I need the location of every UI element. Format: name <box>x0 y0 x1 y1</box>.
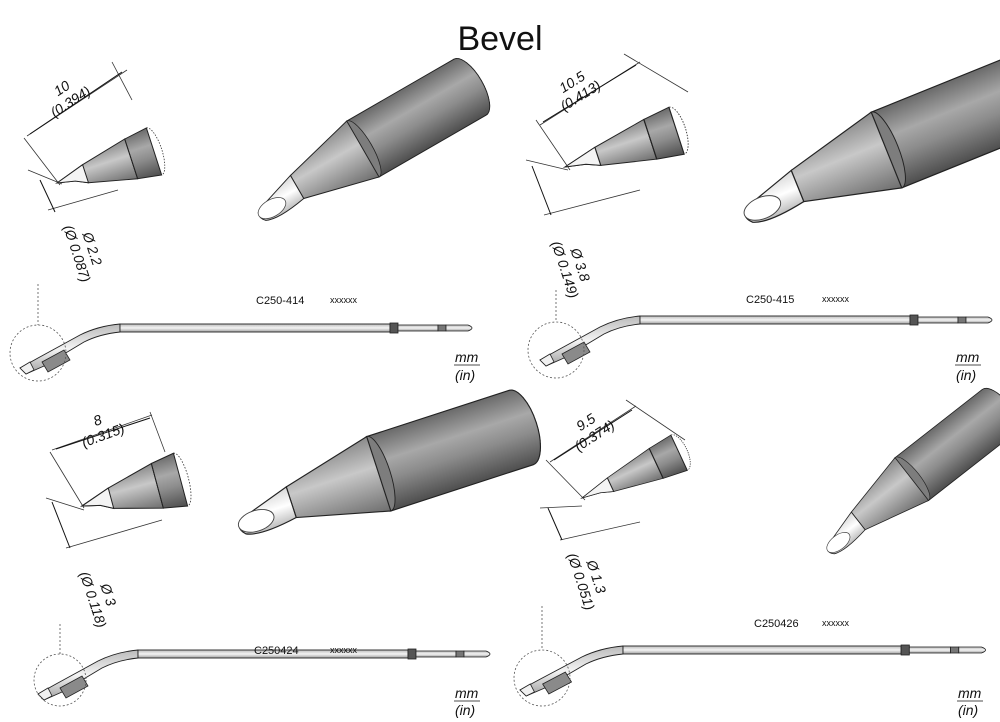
unit-legend: mm (in) <box>454 349 480 383</box>
svg-text:mm: mm <box>455 349 479 365</box>
panel-c250426: 9.5 (0.374) Ø 1.3 (Ø 0.051) C250426 xxxx… <box>513 381 1000 718</box>
panel-c250424: 8 (0.315) Ø 3 (Ø 0.118) C250424 xxxxxx m… <box>33 384 549 718</box>
length-dimension-line <box>29 71 123 135</box>
svg-text:Ø 1.3: Ø 1.3 <box>583 557 609 596</box>
svg-text:mm: mm <box>455 685 479 701</box>
length-label: 10.5 (0.413) <box>556 68 603 114</box>
part-code: C250426 <box>754 618 799 630</box>
tip-render-c250426 <box>807 381 1000 569</box>
detail-circle <box>513 649 571 707</box>
diameter-label: Ø 1.3 (Ø 0.051) <box>564 551 609 612</box>
serial-placeholder: xxxxxx <box>822 294 850 304</box>
diameter-label: Ø 2.2 (Ø 0.087) <box>60 223 105 284</box>
serial-placeholder: xxxxxx <box>822 618 850 628</box>
length-label: 8 (0.315) <box>79 411 126 450</box>
length-dimension-line <box>55 417 151 450</box>
shaft-c250-414 <box>19 322 473 375</box>
tip-render-c250424 <box>223 384 549 558</box>
shaft-c250-415 <box>539 314 993 367</box>
length-label: 9.5 (0.374) <box>571 410 617 454</box>
svg-text:Ø 3.8: Ø 3.8 <box>567 245 593 284</box>
svg-text:(in): (in) <box>958 702 978 718</box>
svg-text:(in): (in) <box>455 702 475 718</box>
tip-render-c250-414 <box>239 52 499 240</box>
length-dimension-line <box>542 64 637 123</box>
detail-circle <box>527 321 585 379</box>
diameter-label: Ø 3 (Ø 0.118) <box>77 569 120 629</box>
part-code: C250-415 <box>746 294 794 306</box>
length-label: 10 (0.394) <box>47 77 93 120</box>
part-code: C250-414 <box>256 295 304 307</box>
panel-c250-414: 10 (0.394) Ø 2.2 (Ø 0.087) C250-414 xxxx… <box>9 52 499 383</box>
detail-circle <box>9 324 67 382</box>
shaft-c250426 <box>519 644 987 697</box>
svg-text:Ø 2.2: Ø 2.2 <box>79 229 105 268</box>
panel-c250-415: 10.5 (0.413) Ø 3.8 (Ø 0.149) C250-415 xx… <box>525 46 1000 383</box>
svg-text:Ø 3: Ø 3 <box>97 580 120 608</box>
length-dimension-line <box>553 409 633 461</box>
side-view-c250424 <box>74 450 196 533</box>
side-view-c250-415 <box>556 103 694 192</box>
svg-text:10: 10 <box>51 77 73 99</box>
unit-legend: mm (in) <box>454 685 480 718</box>
page-title: Bevel <box>457 20 543 58</box>
svg-text:mm: mm <box>958 685 982 701</box>
serial-placeholder: xxxxxx <box>330 295 358 305</box>
unit-legend: mm (in) <box>955 349 981 383</box>
side-view-c250-414 <box>48 125 170 207</box>
svg-text:mm: mm <box>956 349 980 365</box>
svg-text:(in): (in) <box>455 367 475 383</box>
svg-text:(in): (in) <box>956 367 976 383</box>
serial-placeholder: xxxxxx <box>330 645 358 655</box>
tip-render-c250-415 <box>725 46 1000 247</box>
part-code: C250424 <box>254 645 299 657</box>
unit-legend: mm (in) <box>957 685 983 718</box>
